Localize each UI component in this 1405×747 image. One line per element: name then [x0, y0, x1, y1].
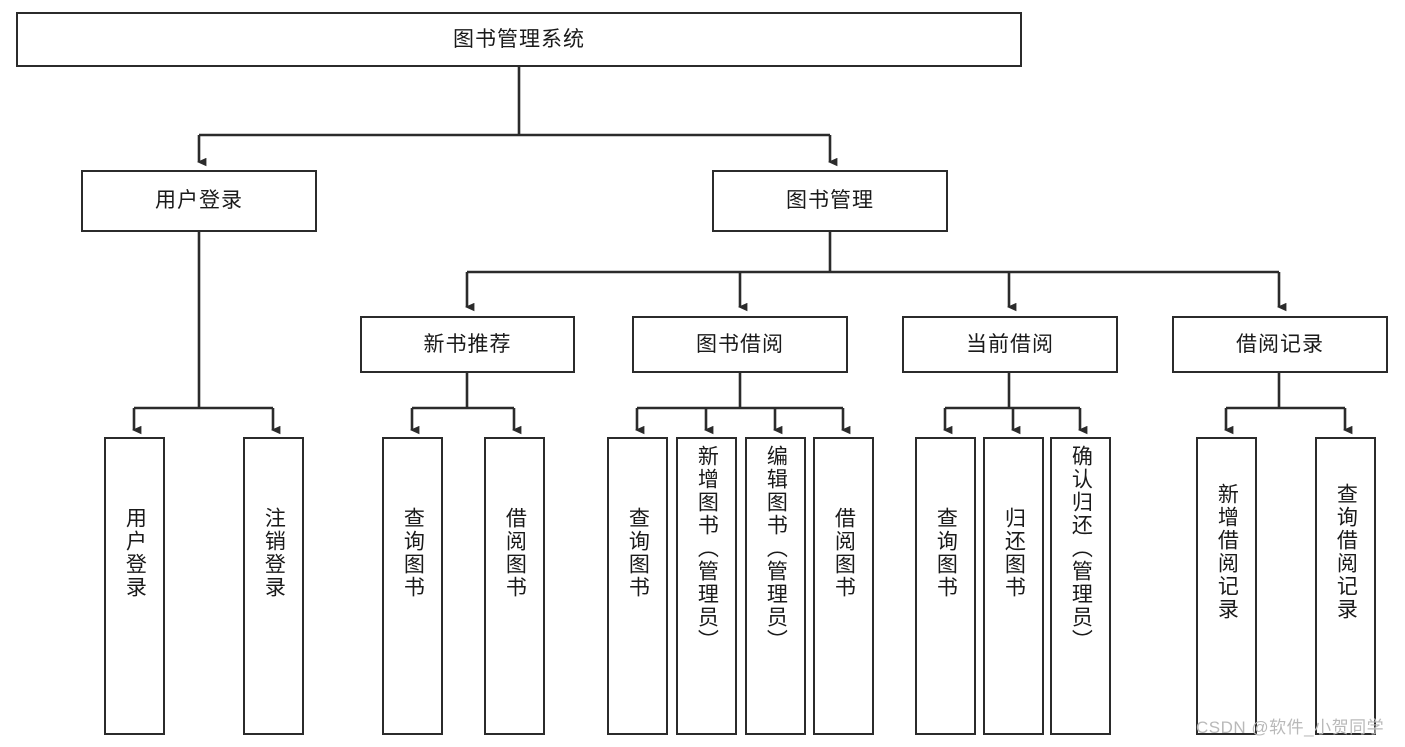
node-label: 借阅图书: [503, 507, 527, 599]
node-label: 查询借阅记录: [1334, 483, 1358, 621]
node-user-login[interactable]: 用户登录: [81, 170, 317, 232]
node-label: 查询图书: [401, 507, 425, 599]
leaf-add-borrow-record[interactable]: 新增借阅记录: [1196, 437, 1257, 735]
node-label: 新书推荐: [423, 332, 512, 356]
watermark-text: CSDN @软件_小贺同学: [1196, 718, 1385, 737]
leaf-confirm-return[interactable]: 确认归还（管理员）: [1050, 437, 1111, 735]
node-root-system[interactable]: 图书管理系统: [16, 12, 1022, 67]
node-label: 新增图书（管理员）: [695, 445, 719, 652]
node-borrow-record[interactable]: 借阅记录: [1172, 316, 1388, 373]
node-new-book-recommend[interactable]: 新书推荐: [360, 316, 575, 373]
node-label: 用户登录: [155, 189, 243, 213]
node-current-borrow[interactable]: 当前借阅: [902, 316, 1118, 373]
leaf-return-book[interactable]: 归还图书: [983, 437, 1044, 735]
leaf-query-book-current[interactable]: 查询图书: [915, 437, 976, 735]
node-book-borrow[interactable]: 图书借阅: [632, 316, 848, 373]
leaf-query-book-borrow[interactable]: 查询图书: [607, 437, 668, 735]
leaf-add-book[interactable]: 新增图书（管理员）: [676, 437, 737, 735]
node-label: 查询图书: [626, 507, 650, 599]
node-label: 图书借阅: [696, 332, 784, 356]
node-label: 借阅记录: [1236, 332, 1324, 356]
leaf-query-book-recommend[interactable]: 查询图书: [382, 437, 443, 735]
node-label: 新增借阅记录: [1215, 483, 1239, 621]
node-label: 图书管理系统: [453, 27, 585, 51]
node-label: 确认归还（管理员）: [1069, 445, 1093, 652]
node-label: 用户登录: [123, 507, 147, 599]
node-label: 编辑图书（管理员）: [764, 445, 788, 652]
node-label: 查询图书: [934, 507, 958, 599]
leaf-query-borrow-record[interactable]: 查询借阅记录: [1315, 437, 1376, 735]
node-book-management[interactable]: 图书管理: [712, 170, 948, 232]
node-label: 图书管理: [786, 189, 874, 213]
node-label: 借阅图书: [832, 507, 856, 599]
leaf-borrow-book-recommend[interactable]: 借阅图书: [484, 437, 545, 735]
leaf-edit-book[interactable]: 编辑图书（管理员）: [745, 437, 806, 735]
node-label: 注销登录: [262, 507, 286, 599]
leaf-logout-login[interactable]: 注销登录: [243, 437, 304, 735]
leaf-user-login[interactable]: 用户登录: [104, 437, 165, 735]
leaf-borrow-book[interactable]: 借阅图书: [813, 437, 874, 735]
node-label: 当前借阅: [966, 332, 1054, 356]
node-label: 归还图书: [1002, 507, 1026, 599]
